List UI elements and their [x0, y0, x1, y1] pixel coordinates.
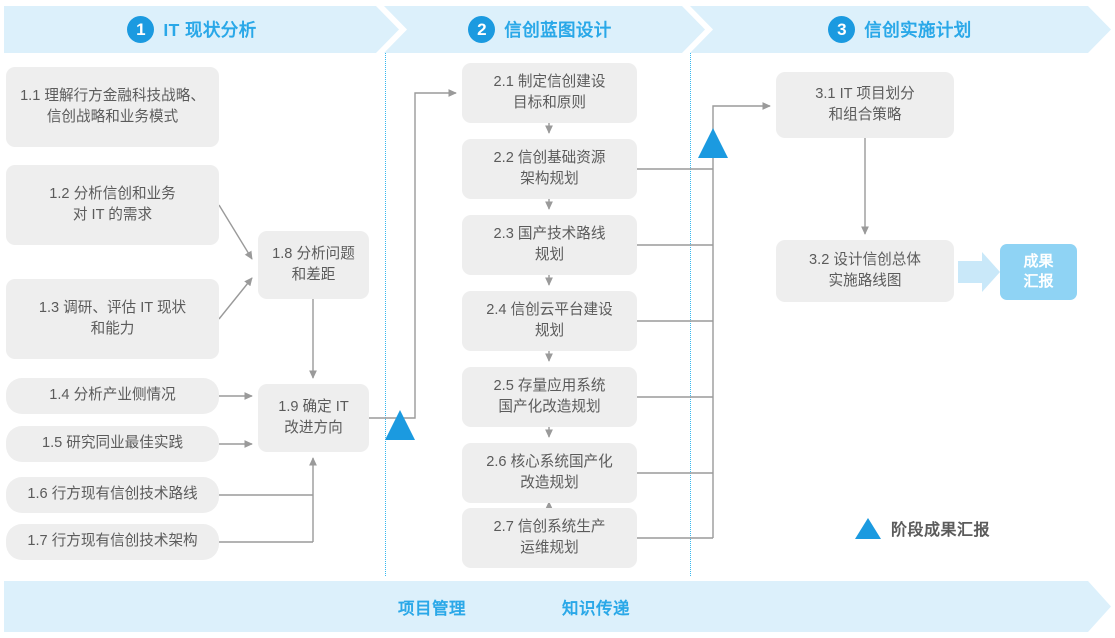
legend: 阶段成果汇报: [855, 516, 990, 540]
phase-title-1: IT 现状分析: [163, 20, 257, 40]
result-arrow-icon: [958, 252, 1000, 292]
phase-header-1[interactable]: 1 IT 现状分析: [4, 6, 380, 53]
node-n25[interactable]: 2.5 存量应用系统 国产化改造规划: [462, 367, 637, 427]
node-n22[interactable]: 2.2 信创基础资源 架构规划: [462, 139, 637, 199]
milestone-triangle-phase2: [698, 128, 728, 158]
node-n11[interactable]: 1.1 理解行方金融科技战略、 信创战略和业务模式: [6, 67, 219, 147]
node-n18[interactable]: 1.8 分析问题 和差距: [258, 231, 369, 299]
node-n19[interactable]: 1.9 确定 IT 改进方向: [258, 384, 369, 452]
node-n27[interactable]: 2.7 信创系统生产 运维规划: [462, 508, 637, 568]
node-n32[interactable]: 3.2 设计信创总体 实施路线图: [776, 240, 954, 302]
node-n17[interactable]: 1.7 行方现有信创技术架构: [6, 524, 219, 560]
phase-title-2: 信创蓝图设计: [504, 20, 612, 40]
legend-label: 阶段成果汇报: [891, 522, 991, 539]
node-n15[interactable]: 1.5 研究同业最佳实践: [6, 426, 219, 462]
phase-header-3[interactable]: 3 信创实施计划: [700, 6, 1100, 53]
node-n12[interactable]: 1.2 分析信创和业务 对 IT 的需求: [6, 165, 219, 245]
phase-divider-2: [690, 53, 691, 576]
node-n31[interactable]: 3.1 IT 项目划分 和组合策略: [776, 72, 954, 138]
node-n23[interactable]: 2.3 国产技术路线 规划: [462, 215, 637, 275]
result-badge[interactable]: 成果 汇报: [1000, 244, 1077, 300]
node-n14[interactable]: 1.4 分析产业侧情况: [6, 378, 219, 414]
node-n21[interactable]: 2.1 制定信创建设 目标和原则: [462, 63, 637, 123]
bottom-label-knowledge-transfer[interactable]: 知识传递: [562, 599, 630, 618]
phase-number-3: 3: [828, 16, 856, 43]
phase-header-band: 1 IT 现状分析 2 信创蓝图设计 3 信创实施计划: [0, 6, 1115, 53]
node-n13[interactable]: 1.3 调研、评估 IT 现状 和能力: [6, 279, 219, 359]
phase-number-2: 2: [468, 16, 496, 43]
node-n24[interactable]: 2.4 信创云平台建设 规划: [462, 291, 637, 351]
phase-title-3: 信创实施计划: [864, 20, 972, 40]
phase-divider-1: [385, 53, 386, 576]
node-n26[interactable]: 2.6 核心系统国产化 改造规划: [462, 443, 637, 503]
phase-number-1: 1: [127, 16, 155, 43]
node-n16[interactable]: 1.6 行方现有信创技术路线: [6, 477, 219, 513]
milestone-triangle-icon: [855, 517, 881, 539]
phase-header-2[interactable]: 2 信创蓝图设计: [390, 6, 690, 53]
milestone-triangle-phase1: [385, 410, 415, 440]
bottom-label-project-management[interactable]: 项目管理: [398, 599, 466, 618]
